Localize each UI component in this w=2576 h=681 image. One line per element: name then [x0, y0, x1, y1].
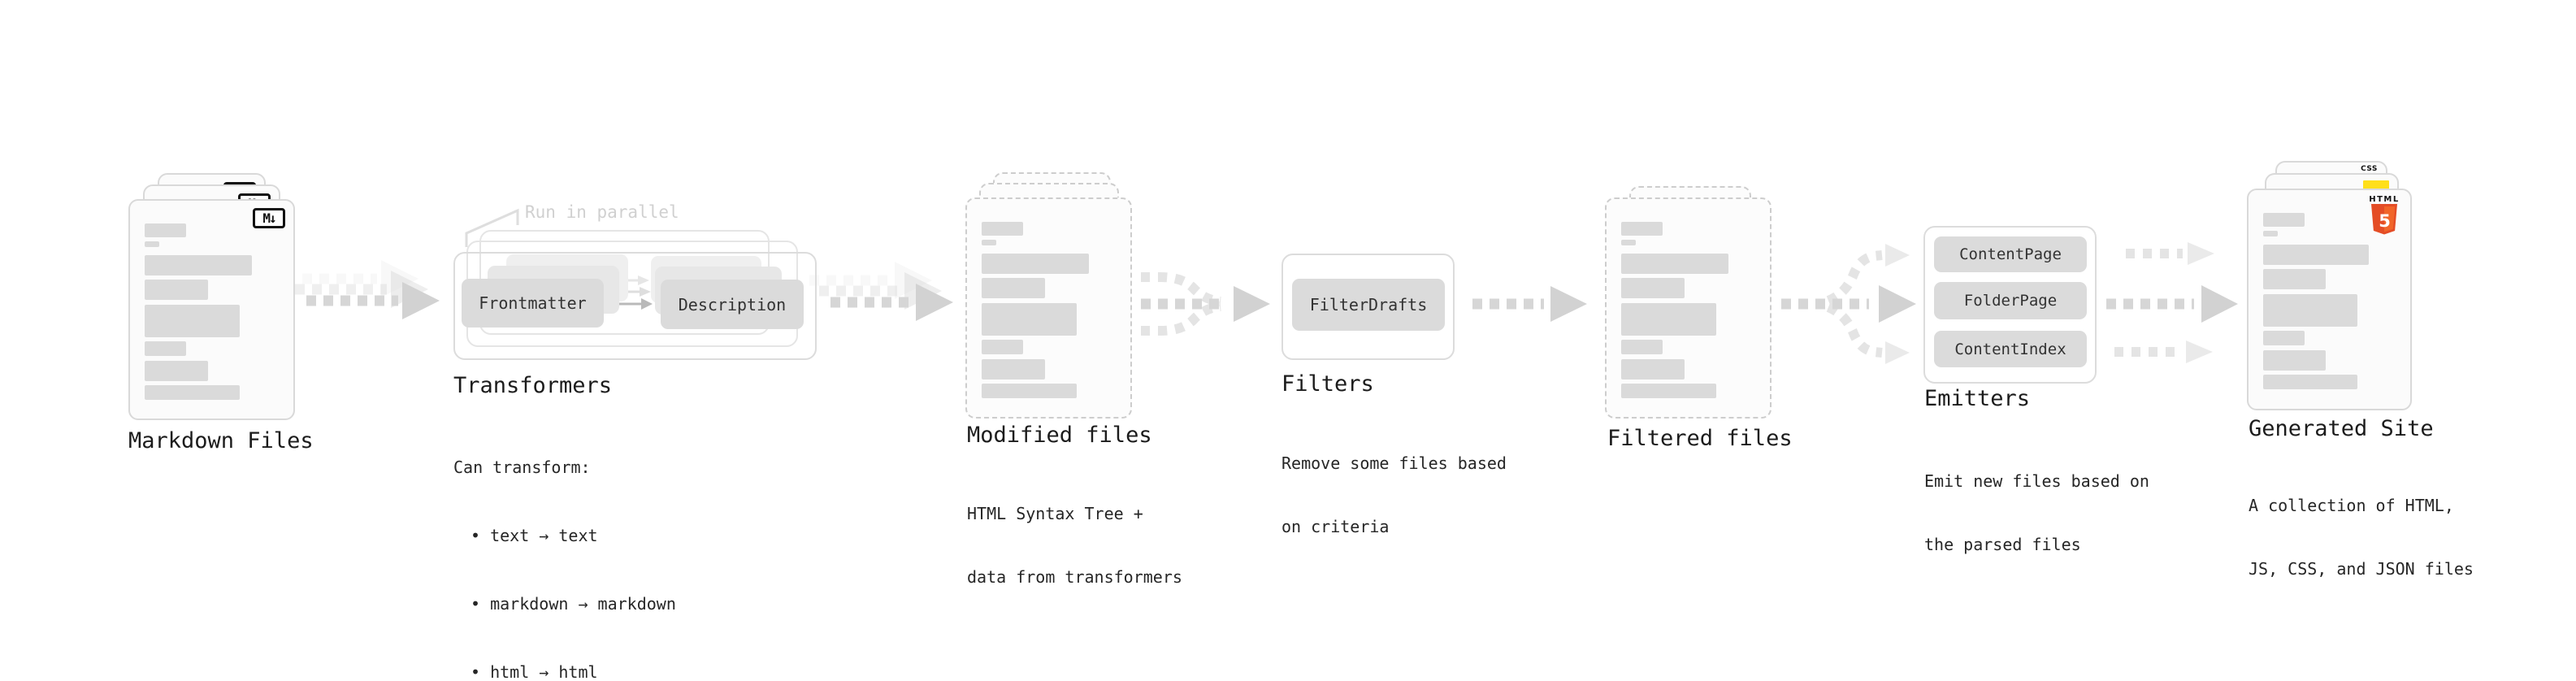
emitters-box — [1923, 226, 2097, 384]
emitters-label: Emitters — [1924, 386, 2031, 411]
emitters-description: Emit new files based on the parsed files — [1924, 471, 2149, 554]
transformer-box — [453, 252, 817, 360]
contentpage-chip: ContentPage — [1934, 236, 2087, 272]
skeleton-text-lines — [145, 223, 279, 400]
skeleton-text-lines — [2263, 213, 2396, 389]
arrow-modified-to-filters — [1141, 272, 1270, 336]
generated-site-description: A collection of HTML, JS, CSS, and JSON … — [2249, 496, 2474, 579]
filtered-file-card — [1605, 197, 1772, 419]
frontmatter-chip: Frontmatter — [462, 279, 604, 327]
modified-files-label: Modified files — [967, 423, 1152, 448]
html5-icon: HTML 5 — [2367, 195, 2401, 238]
contentindex-chip: ContentIndex — [1934, 331, 2087, 367]
filtered-files-label: Filtered files — [1607, 426, 1793, 451]
arrow-markdown-to-transformers — [285, 260, 440, 319]
callout-leader-line — [465, 208, 519, 247]
arrow-emitters-to-generated — [2106, 242, 2238, 363]
markdown-file-card: M↓ — [128, 199, 295, 420]
markdown-files-label: Markdown Files — [128, 428, 314, 453]
filterdrafts-chip: FilterDrafts — [1292, 279, 1445, 331]
modified-file-card — [965, 197, 1132, 419]
skeleton-text-lines — [1621, 222, 1755, 398]
run-in-parallel-callout: Run in parallel — [525, 202, 679, 222]
arrow-transformers-to-modified — [809, 262, 953, 321]
modified-files-description: HTML Syntax Tree + data from transformer… — [967, 504, 1182, 587]
html5-shield: 5 — [2371, 204, 2397, 235]
markdown-icon: M↓ — [253, 208, 285, 228]
skeleton-text-lines — [982, 222, 1116, 398]
svg-text:5: 5 — [2379, 211, 2391, 231]
filters-description: Remove some files based on criteria — [1281, 453, 1507, 536]
filters-label: Filters — [1281, 371, 1374, 397]
generated-html-file-card: HTML 5 — [2247, 189, 2412, 410]
generated-site-label: Generated Site — [2249, 416, 2434, 441]
folderpage-chip: FolderPage — [1934, 282, 2087, 319]
transformers-description: Can transform: • text → text • markdown … — [453, 458, 676, 681]
arrow-filters-to-filtered — [1472, 286, 1587, 322]
transformers-label: Transformers — [453, 373, 613, 398]
description-chip: Description — [661, 280, 804, 329]
arrow-filtered-to-emitters — [1781, 244, 1916, 364]
filters-box — [1281, 254, 1455, 360]
